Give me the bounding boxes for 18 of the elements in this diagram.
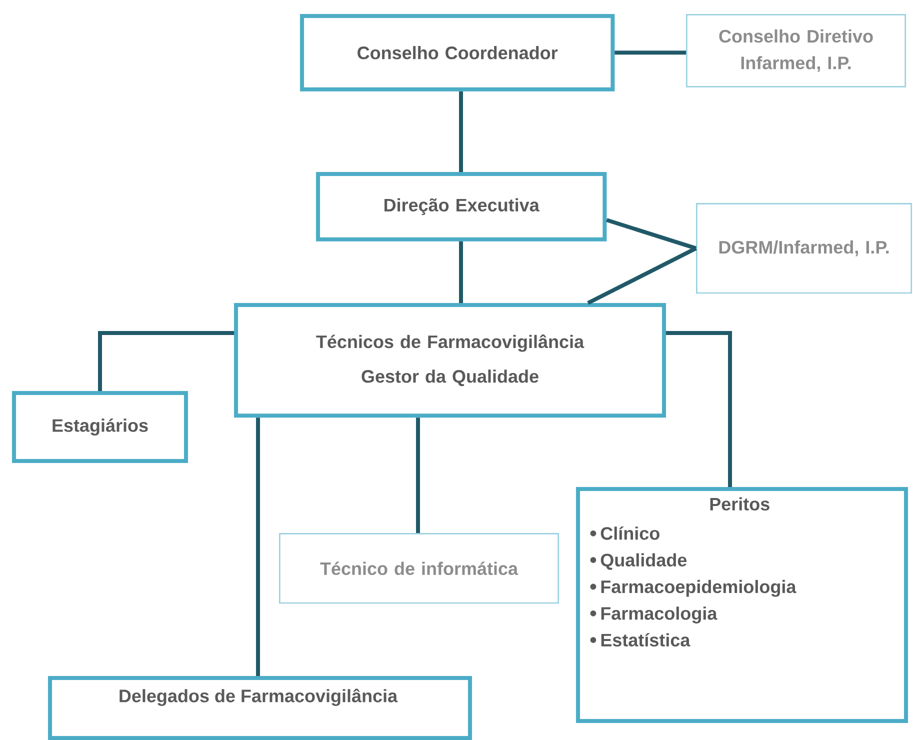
org-box: Estagiários — [12, 391, 188, 463]
connector-line — [614, 50, 686, 55]
connector-line — [666, 331, 732, 487]
org-box: Técnicos de Farmacovigilância Gestor da Qualidade — [234, 303, 666, 418]
connector-line — [459, 241, 463, 303]
connector-line — [459, 91, 463, 172]
list-box: Peritos Clínico Qualidade Farmacoepidemiologia Farmacologia Estatística — [576, 487, 908, 723]
org-box: Direção Executiva — [316, 172, 607, 242]
connector-line — [256, 418, 260, 676]
org-box: Técnico de informática — [279, 533, 559, 604]
org-box: Delegados de Farmacovigilância — [48, 676, 472, 740]
connector-line — [416, 418, 420, 533]
org-box: Conselho Coordenador — [300, 14, 615, 92]
org-box: DGRM/Infarmed, I.P. — [696, 203, 912, 294]
org-box: Conselho Diretivo Infarmed, I.P. — [686, 14, 906, 88]
connector-line — [587, 246, 697, 305]
connector-line — [98, 331, 234, 391]
connector-line — [606, 218, 697, 250]
